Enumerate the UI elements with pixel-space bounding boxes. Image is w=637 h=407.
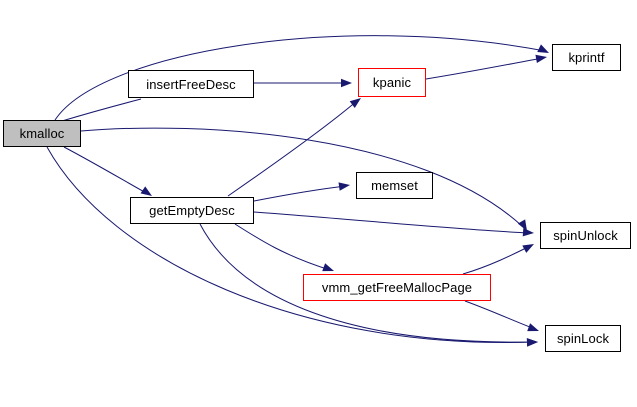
node-getEmptyDesc[interactable]: getEmptyDesc <box>130 197 254 224</box>
edge-getEmptyDesc-to-spinUnlock <box>253 211 531 234</box>
arrowhead-getEmptyDesc-spinUnlock <box>522 228 534 237</box>
arrowhead-getEmptyDesc-memset <box>338 182 350 191</box>
node-label-getEmptyDesc: getEmptyDesc <box>149 203 235 218</box>
edge-vmm_getFreeMallocPage-to-spinUnlock <box>462 245 531 275</box>
edge-getEmptyDesc-to-memset <box>253 185 347 202</box>
arrowhead-kmalloc-getEmptyDesc <box>140 186 152 196</box>
edge-getEmptyDesc-to-spinLock <box>199 223 535 343</box>
edge-getEmptyDesc-to-kpanic <box>227 99 359 197</box>
node-label-spinLock: spinLock <box>556 331 610 346</box>
edge-kmalloc-to-getEmptyDesc <box>63 146 149 195</box>
arrowhead-vmm_getFreeMallocPage-spinUnlock <box>522 244 534 253</box>
arrowhead-vmm_getFreeMallocPage-spinLock <box>527 323 539 332</box>
node-spinLock[interactable]: spinLock <box>545 325 621 352</box>
arrowhead-getEmptyDesc-kpanic <box>349 98 361 108</box>
edge-vmm_getFreeMallocPage-to-spinLock <box>464 300 536 330</box>
node-label-spinUnlock: spinUnlock <box>553 228 618 243</box>
node-kmalloc[interactable]: kmalloc <box>3 120 81 147</box>
node-insertFreeDesc[interactable]: insertFreeDesc <box>128 70 254 98</box>
node-label-vmm_getFreeMallocPage: vmm_getFreeMallocPage <box>321 280 473 295</box>
node-memset[interactable]: memset <box>356 172 433 199</box>
edge-kmalloc-to-insertFreeDesc <box>61 98 142 122</box>
node-label-kpanic: kpanic <box>372 75 412 90</box>
node-kpanic[interactable]: kpanic <box>358 68 426 97</box>
arrowhead-kmalloc-spinUnlock <box>517 219 527 231</box>
edge-getEmptyDesc-to-vmm_getFreeMallocPage <box>234 223 331 271</box>
node-label-memset: memset <box>371 178 418 193</box>
arrowhead-kmalloc-kprintf <box>537 44 549 53</box>
node-kprintf[interactable]: kprintf <box>552 44 621 71</box>
node-label-insertFreeDesc: insertFreeDesc <box>146 76 236 92</box>
node-label-kprintf: kprintf <box>568 50 605 65</box>
node-spinUnlock[interactable]: spinUnlock <box>540 222 631 249</box>
arrowhead-kpanic-kprintf <box>535 54 547 64</box>
edge-kmalloc-to-spinLock <box>46 146 535 343</box>
edge-kmalloc-to-kprintf <box>54 35 546 121</box>
node-vmm_getFreeMallocPage[interactable]: vmm_getFreeMallocPage <box>303 274 491 301</box>
arrowhead-getEmptyDesc-vmm_getFreeMallocPage <box>322 263 334 272</box>
edge-kpanic-to-kprintf <box>425 57 544 80</box>
arrowhead-getEmptyDesc-spinLock <box>526 338 538 347</box>
edge-kmalloc-to-spinUnlock <box>80 127 523 227</box>
arrowhead-insertFreeDesc-kpanic <box>341 78 352 88</box>
node-label-kmalloc: kmalloc <box>19 126 65 141</box>
